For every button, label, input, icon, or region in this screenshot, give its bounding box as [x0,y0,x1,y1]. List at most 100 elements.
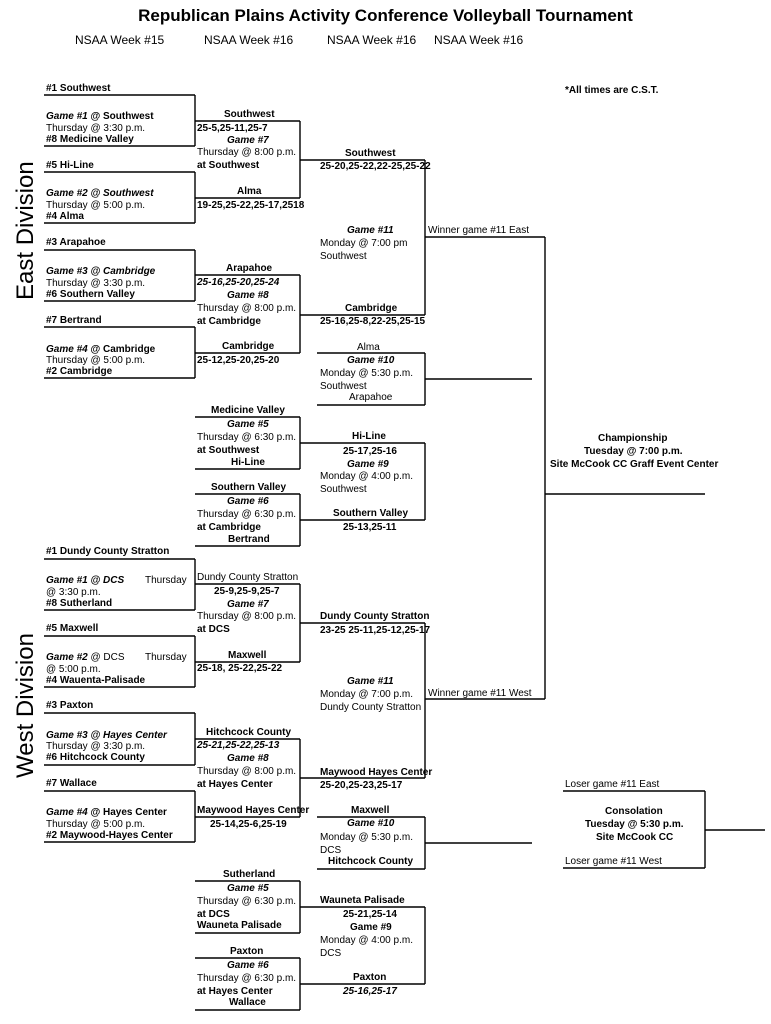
west-seed-4: #4 Wauenta-Palisade [46,675,146,686]
west-r3-winner-2: Maywood Hayes Center [320,767,433,778]
consolation-time: Tuesday @ 5:30 p.m. [585,819,684,830]
west-game4-time: Thursday @ 5:00 p.m. [46,819,146,830]
east-game4-title: Game #4 @ Cambridge [46,344,156,355]
west-r2-winner-3: Hitchcock County [206,727,292,738]
west-game9-time: Monday @ 4:00 p.m. [320,935,413,946]
east-r3-score-1: 25-20,25-22,22-25,25-22 [320,161,431,172]
consolation-loser-east: Loser game #11 East [565,779,660,790]
east-seed-4: #4 Alma [46,211,84,222]
east-game3-time: Thursday @ 3:30 p.m. [46,278,146,289]
east-seed-1: #1 Southwest [46,83,111,94]
east-r2-score-4: 25-12,25-20,25-20 [197,355,280,366]
east-seed-7: #7 Bertrand [46,315,102,326]
east-game6-site: at Cambridge [197,522,261,533]
west-r3-cons-3: Wauneta Palisade [320,895,405,906]
week-header-4: NSAA Week #16 [434,33,524,47]
west-game4-title: Game #4 @ Hayes Center [46,807,167,818]
west-game9-title: Game #9 [350,922,392,933]
west-r3-score-4: 25-16,25-17 [343,986,397,997]
east-game3-title: Game #3 @ Cambridge [46,266,156,277]
east-game10-time: Monday @ 5:30 p.m. [320,368,413,379]
east-r2-winner-4: Cambridge [222,341,275,352]
west-game11-site: Dundy County Stratton [320,702,422,713]
west-game7-time: Thursday @ 8:00 p.m. [197,611,297,622]
west-game10-time: Monday @ 5:30 p.m. [320,832,413,843]
west-r2-loser-1: Sutherland [223,869,276,880]
east-game8-title: Game #8 [227,290,269,301]
west-r3-score-3: 25-21,25-14 [343,909,397,920]
east-game5-time: Thursday @ 6:30 p.m. [197,432,297,443]
west-game7-site: at DCS [197,624,230,635]
east-game7-time: Thursday @ 8:00 p.m. [197,147,297,158]
west-game10-site: DCS [320,845,342,856]
west-r2-score-1: 25-9,25-9,25-7 [214,586,280,597]
west-r3-score-2: 25-20,25-23,25-17 [320,780,403,791]
west-r3-score-1: 23-25 25-11,25-12,25-17 [320,625,431,636]
west-game2-day: Thursday [145,652,187,663]
west-r2-score-2: 25-18, 25-22,25-22 [197,663,283,674]
west-seed-6: #6 Hitchcock County [46,752,145,763]
east-r2-winner-1: Southwest [224,109,275,120]
east-r2-loser-2: Hi-Line [231,457,265,468]
west-game8-title: Game #8 [227,753,269,764]
west-r2-score-3: 25-21,25-22,25-13 [197,740,280,751]
west-r3-cons-1: Maxwell [351,805,390,816]
west-r2-score-4: 25-14,25-6,25-19 [210,819,287,830]
page-title: Republican Plains Activity Conference Vo… [138,6,633,25]
east-game1-title: Game #1 @ Southwest [46,111,154,122]
east-game4-time: Thursday @ 5:00 p.m. [46,355,146,366]
east-game10-title: Game #10 [347,355,395,366]
east-game10-site: Southwest [320,381,367,392]
east-seed-2: #2 Cambridge [46,366,113,377]
west-game5-site: at DCS [197,909,230,920]
east-r3-cons-4: Southern Valley [333,508,409,519]
west-r2-winner-4: Maywood Hayes Center [197,805,310,816]
west-r2-loser-3: Paxton [230,946,264,957]
west-game6-site: at Hayes Center [197,986,273,997]
east-r2-loser-4: Bertrand [228,534,270,545]
west-game8-site: at Hayes Center [197,779,273,790]
championship-title: Championship [598,433,668,444]
west-game5-time: Thursday @ 6:30 p.m. [197,896,297,907]
west-r2-loser-4: Wallace [229,997,266,1008]
east-r3-winner-2: Cambridge [345,303,398,314]
timezone-note: *All times are C.S.T. [565,85,659,96]
west-game6-time: Thursday @ 6:30 p.m. [197,973,297,984]
west-seed-7: #7 Wallace [46,778,97,789]
consolation-loser-west: Loser game #11 West [565,856,662,867]
east-r3-winner-1: Southwest [345,148,396,159]
east-game6-time: Thursday @ 6:30 p.m. [197,509,297,520]
west-game3-title: Game #3 @ Hayes Center [46,730,167,741]
week-header-1: NSAA Week #15 [75,33,165,47]
west-r2-winner-2: Maxwell [228,650,267,661]
consolation-title: Consolation [605,806,663,817]
east-game1-time: Thursday @ 3:30 p.m. [46,123,146,134]
west-seed-5: #5 Maxwell [46,623,99,634]
east-game2-title: Game #2 @ Southwest [46,188,154,199]
east-r2-loser-1: Medicine Valley [211,405,285,416]
east-r3-score-3: 25-17,25-16 [343,446,397,457]
west-game1-title: Game #1 @ DCS [46,575,125,586]
championship-site: Site McCook CC Graff Event Center [550,459,719,470]
east-r2-score-1: 25-5,25-11,25-7 [197,123,268,134]
west-game7-title: Game #7 [227,599,269,610]
east-r3-score-4: 25-13,25-11 [343,522,397,533]
east-r3-score-2: 25-16,25-8,22-25,25-15 [320,316,426,327]
east-game8-time: Thursday @ 8:00 p.m. [197,303,297,314]
west-game6-title: Game #6 [227,960,269,971]
east-seed-3: #3 Arapahoe [46,237,106,248]
east-game9-title: Game #9 [347,459,389,470]
east-game5-site: at Southwest [197,445,260,456]
east-seed-6: #6 Southern Valley [46,289,135,300]
west-r3-cons-2: Hitchcock County [328,856,414,867]
championship-time: Tuesday @ 7:00 p.m. [584,446,683,457]
west-game2-title: Game #2 @ DCS [46,652,125,663]
west-game11-time: Monday @ 7:00 p.m. [320,689,413,700]
west-game2-time: @ 5:00 p.m. [46,664,101,675]
west-game5-title: Game #5 [227,883,269,894]
east-seed-8: #8 Medicine Valley [46,134,134,145]
east-r2-score-2: 19-25,25-22,25-17,2518 [197,200,305,211]
east-game5-title: Game #5 [227,419,269,430]
west-game8-time: Thursday @ 8:00 p.m. [197,766,297,777]
east-game6-title: Game #6 [227,496,269,507]
